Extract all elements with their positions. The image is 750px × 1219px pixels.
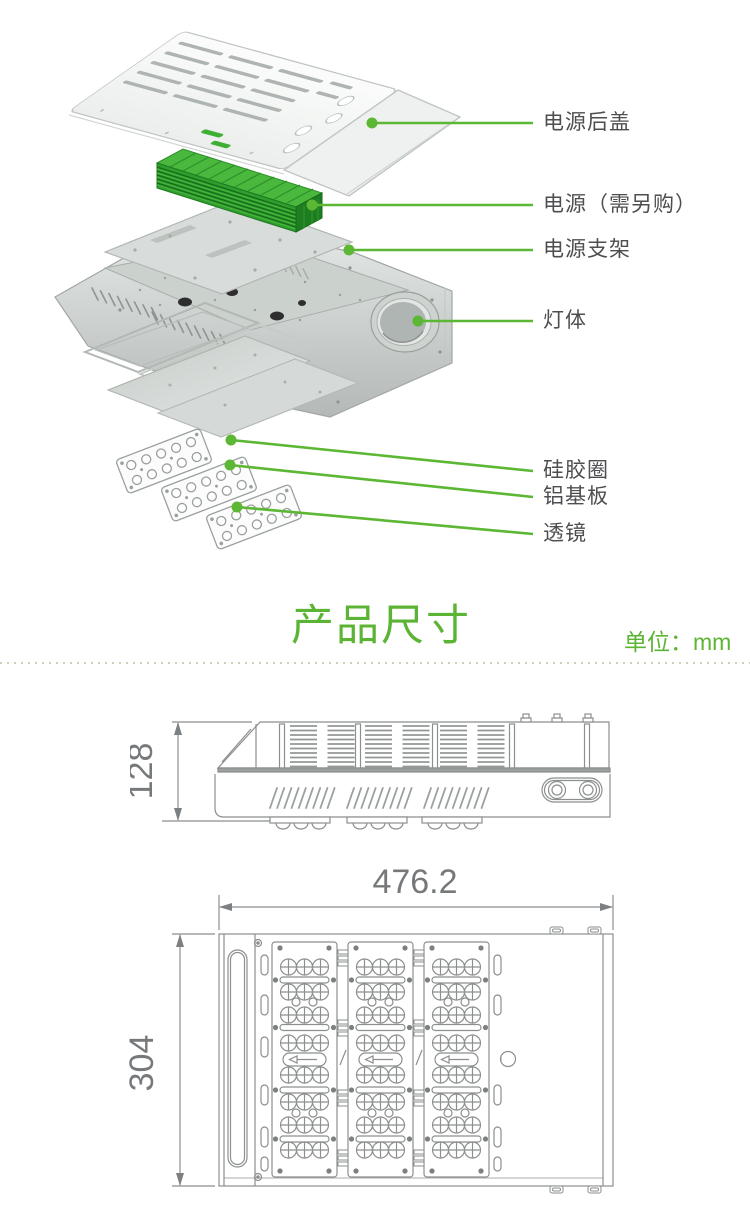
- dim-476: 476.2: [218, 863, 614, 930]
- lens-module-2: [348, 942, 413, 1177]
- dim-width-text: 476.2: [372, 863, 457, 901]
- lens-module-1: [272, 942, 337, 1177]
- mounting-socket-hole: [370, 288, 446, 360]
- label-silicone-ring: 硅胶圈: [543, 459, 609, 482]
- unit-note: 单位：mm: [624, 629, 732, 655]
- exploded-view-illustration: [54, 31, 534, 551]
- dim-depth-text: 304: [125, 1035, 161, 1092]
- label-power-supply: 电源（需另购）: [543, 193, 697, 216]
- label-power-bracket: 电源支架: [543, 238, 631, 261]
- back-cover-part: [68, 31, 462, 197]
- section-title: 产品尺寸: [291, 602, 471, 650]
- dim-304: 304: [125, 933, 215, 1187]
- lens-module-3: [424, 942, 489, 1177]
- label-lens: 透镜: [543, 522, 587, 545]
- label-aluminum-pcb: 铝基板: [543, 485, 609, 508]
- side-view-drawing: 128: [130, 713, 611, 830]
- callout-dots: [224, 117, 424, 513]
- power-supply-part: [155, 148, 324, 233]
- lens-module-parts: [114, 427, 304, 551]
- bottom-view-drawing: 476.2 304: [125, 863, 614, 1194]
- dim-height-text: 128: [130, 743, 160, 800]
- label-lamp-body: 灯体: [543, 309, 587, 332]
- callout-lines: [229, 121, 534, 536]
- aluminum-plate-part: [106, 335, 360, 438]
- dotted-separator: [0, 662, 750, 664]
- label-power-back-cover: 电源后盖: [543, 111, 631, 134]
